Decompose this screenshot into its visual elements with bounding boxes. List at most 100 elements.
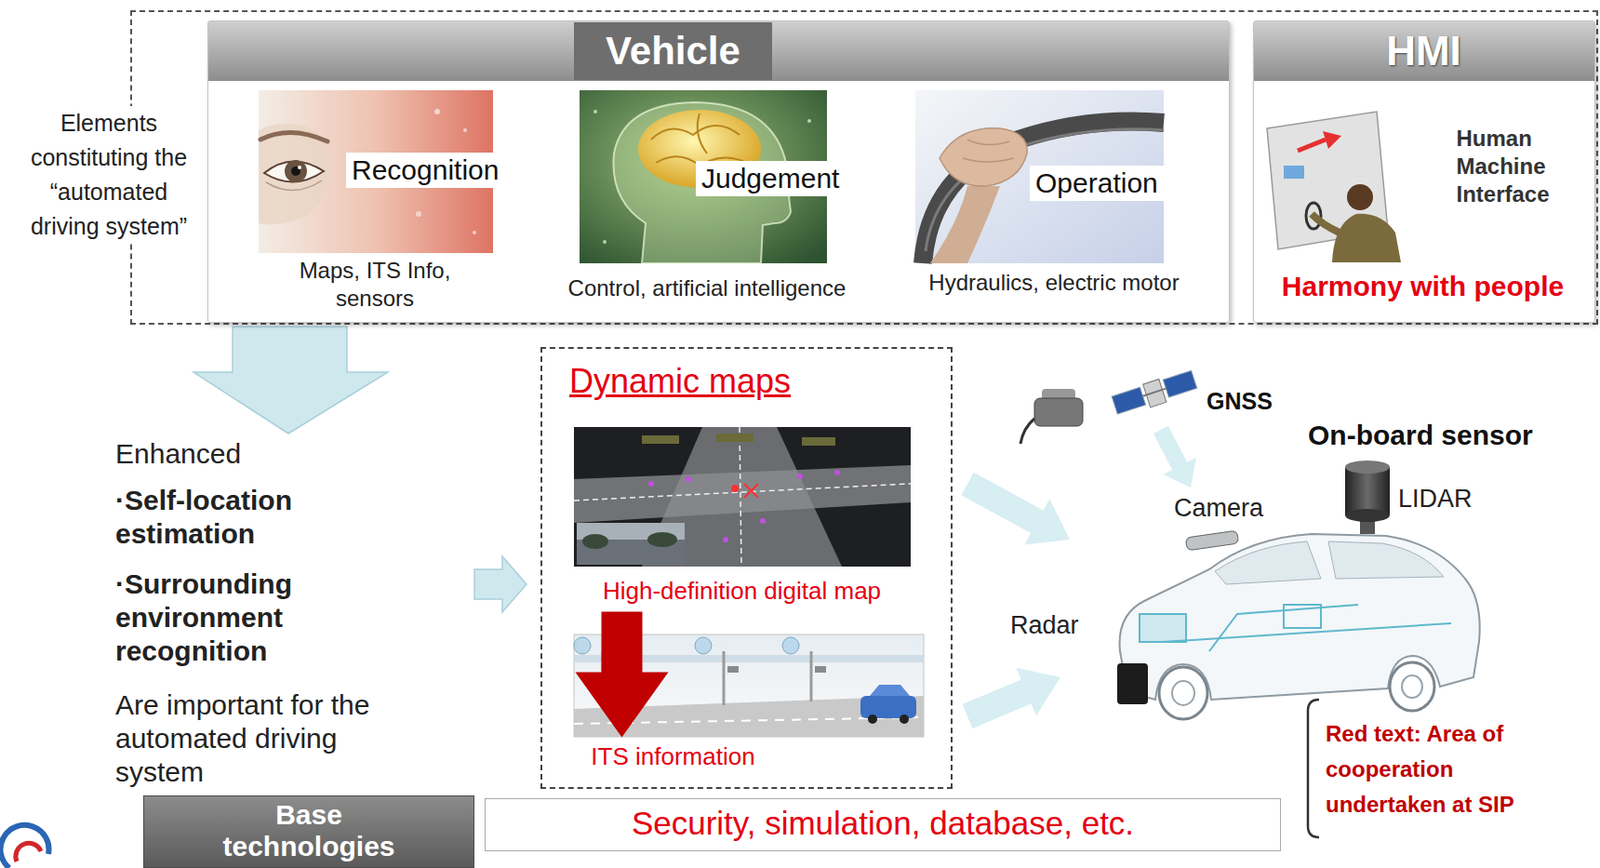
down-arrow — [193, 326, 388, 434]
wheel-hub — [1172, 680, 1195, 706]
boundary-label: Elements constituting the “automated dri… — [15, 106, 202, 244]
camera-unit — [1185, 530, 1239, 551]
legend-note: Red text: Area of cooperation undertaken… — [1325, 716, 1526, 823]
roadside-camera — [814, 666, 827, 673]
wheel — [1389, 662, 1435, 711]
inset-tree — [647, 532, 678, 547]
map-point — [685, 476, 692, 482]
map-mark — [744, 483, 759, 498]
hmi-panel: HMIHuman Machine InterfaceHarmony with p… — [1253, 20, 1596, 323]
logo-arc — [0, 825, 50, 868]
particle — [807, 119, 812, 123]
wiring — [1209, 604, 1359, 652]
brain-fold — [651, 125, 740, 140]
antenna-body — [1034, 398, 1083, 427]
eyebrow — [260, 132, 328, 142]
map-point — [648, 480, 654, 487]
logo-arc — [15, 842, 41, 862]
hd-map-picture — [573, 426, 911, 567]
particle — [434, 108, 440, 115]
steering-wheel — [922, 120, 1164, 264]
satellite — [1110, 368, 1199, 418]
pupil — [291, 166, 301, 176]
display-arrow-head — [1322, 131, 1342, 149]
sensor-label: LIDAR — [1398, 483, 1473, 514]
function-caption: Maps, ITS Info, sensors — [257, 256, 493, 313]
finger-line — [967, 139, 1010, 146]
data-arrow — [960, 472, 1070, 546]
car-window — [1328, 541, 1444, 579]
control-unit — [1283, 604, 1321, 628]
sensor-label: Radar — [1010, 610, 1080, 640]
particle — [463, 128, 467, 133]
panel-title: Vehicle — [573, 22, 773, 80]
wheel — [1159, 666, 1208, 720]
panel-title: HMI — [1253, 21, 1595, 81]
eyelid — [266, 180, 322, 191]
function-caption: Hydraulics, electric motor — [928, 268, 1179, 297]
map-caption-box: High-definition digital map — [566, 573, 919, 611]
roadside-camera — [727, 666, 739, 673]
lidar-unit — [1345, 466, 1390, 516]
lidar-top — [1345, 460, 1390, 474]
arm — [930, 186, 1000, 264]
driver-arm — [1311, 213, 1340, 233]
base-items-box: Security, simulation, database, etc. — [484, 798, 1281, 852]
car-wheel — [899, 714, 909, 724]
function-label: Operation — [1029, 165, 1164, 201]
map-caption: ITS information — [590, 739, 755, 774]
judgement-tile: JudgementControl, artificial intelligenc… — [578, 89, 827, 263]
finger-line — [962, 158, 1014, 162]
map-point — [731, 484, 739, 493]
driver-body — [1332, 213, 1401, 263]
pole — [722, 651, 726, 706]
its-caption-box: ITS information — [566, 739, 781, 775]
particle — [472, 230, 477, 235]
display-arrow — [1297, 139, 1326, 151]
wheel-hub — [1401, 675, 1423, 698]
car-window — [1214, 541, 1321, 585]
satellite-body — [1143, 378, 1167, 407]
bracket — [1307, 699, 1320, 838]
particle — [593, 109, 598, 114]
drive-shaft — [1162, 623, 1452, 642]
lead-text: Are important for the automated driving … — [115, 688, 423, 789]
map-tag — [641, 435, 680, 444]
car-body — [1120, 533, 1480, 700]
vehicle-figure — [1117, 460, 1480, 720]
base-tab: Base technologies — [143, 795, 475, 868]
hmi-label: Human Machine Interface — [1456, 124, 1589, 209]
screen — [1283, 165, 1305, 179]
gnss-antenna — [1020, 388, 1083, 444]
map-ground — [573, 426, 911, 567]
inset-tree — [582, 533, 609, 549]
sensor-label: GNSS — [1206, 386, 1273, 415]
base-items: Security, simulation, database, etc. — [631, 799, 1134, 848]
data-arrow — [962, 667, 1061, 729]
driver-head — [1346, 184, 1374, 211]
function-label: Recognition — [346, 152, 505, 188]
base-label: Base technologies — [197, 799, 421, 863]
hmi-picture — [1266, 111, 1401, 263]
picture-ground — [915, 90, 1164, 264]
dynamic-map-region: Dynamic mapsHigh-definition digital mapI… — [540, 346, 953, 789]
map-tag — [716, 433, 754, 442]
brain-fold — [697, 113, 707, 154]
map-point — [834, 469, 840, 476]
hand — [939, 128, 1027, 187]
bullet-text: ·Self-location estimation — [115, 483, 423, 551]
eye-glint — [297, 165, 302, 170]
lane-line — [739, 426, 742, 567]
skin — [258, 123, 332, 226]
sensor-label: Camera — [1173, 493, 1264, 523]
engine — [1139, 613, 1187, 642]
inset-photo — [576, 522, 685, 565]
signal-arrow — [1153, 426, 1197, 488]
vehicle-panel: VehicleRecognitionMaps, ITS Info, sensor… — [207, 20, 1230, 323]
right-arrow — [474, 556, 527, 613]
roadside-unit — [782, 637, 800, 654]
pole — [810, 651, 814, 702]
flow-arrow — [575, 612, 669, 738]
bullet-text: ·Surrounding environment recognition — [115, 567, 423, 668]
